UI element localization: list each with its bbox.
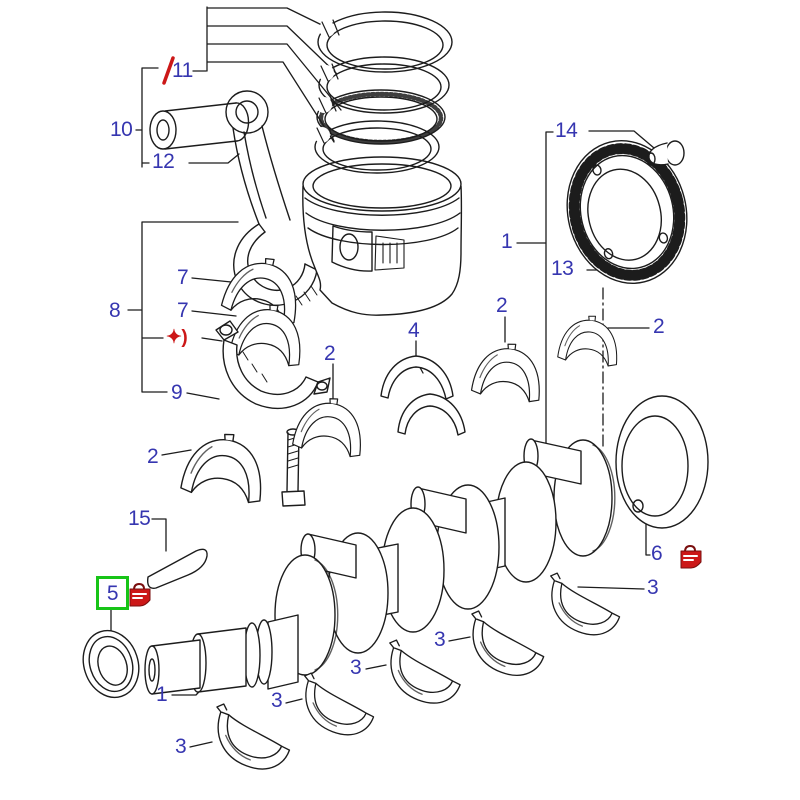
callout-front-oil-seal-highlighted[interactable]: 5	[96, 576, 129, 610]
callout-connecting-rod-assembly[interactable]: 8	[109, 299, 121, 322]
front-oil-seal	[82, 629, 140, 699]
callout-thrust-washer[interactable]: 4	[408, 319, 420, 342]
connecting-rod	[225, 90, 318, 306]
callout-rear-oil-seal[interactable]: 6	[651, 542, 663, 565]
note-symbol: ✦)	[166, 327, 188, 348]
callout-main-bearing-upper-a[interactable]: 2	[147, 445, 159, 468]
callout-piston-assembly[interactable]: 10	[110, 118, 133, 141]
sensor-ring-gear	[566, 139, 688, 285]
callout-crankshaft-upper[interactable]: 1	[501, 230, 513, 253]
woodruff-key	[146, 548, 208, 589]
callout-ring-set[interactable]: 11	[172, 59, 193, 82]
callout-main-bearing-upper-b[interactable]: 2	[324, 342, 336, 365]
callout-main-bearing-lower-5[interactable]: 3	[647, 576, 659, 599]
callout-main-bearing-lower-4[interactable]: 3	[434, 628, 446, 651]
leader-lines	[110, 6, 655, 748]
callout-piston-pin[interactable]: 12	[152, 150, 175, 173]
ring-gear-bolt	[646, 140, 685, 166]
piston-pin	[149, 102, 250, 150]
service-note-icon[interactable]	[129, 583, 151, 607]
callout-main-bearing-upper-d[interactable]: 2	[653, 315, 665, 338]
crankshaft	[144, 395, 709, 695]
callout-front-oil-seal-label: 5	[106, 581, 119, 605]
callout-sensor-ring-gear[interactable]: 13	[551, 257, 574, 280]
callout-woodruff-key[interactable]: 15	[128, 507, 151, 530]
callout-ring-gear-bolt[interactable]: 14	[555, 119, 578, 142]
service-slash-icon	[162, 56, 175, 85]
callout-main-bearing-upper-c[interactable]: 2	[496, 294, 508, 317]
callout-rod-bearing-upper[interactable]: 7	[177, 266, 189, 289]
piston	[302, 156, 463, 316]
callout-rod-bearing-lower[interactable]: 7	[177, 299, 189, 322]
service-note-icon[interactable]	[680, 545, 702, 569]
callout-main-bearing-lower-1[interactable]: 3	[175, 735, 187, 758]
callout-main-bearing-lower-2[interactable]: 3	[271, 689, 283, 712]
piston-ring-set	[314, 11, 453, 174]
thrust-washers	[380, 355, 466, 436]
rod-cap	[215, 320, 331, 409]
callout-rod-cap[interactable]: 9	[171, 381, 183, 404]
callout-main-bearing-lower-3[interactable]: 3	[350, 656, 362, 679]
callout-crankshaft-lower[interactable]: 1	[156, 683, 168, 706]
